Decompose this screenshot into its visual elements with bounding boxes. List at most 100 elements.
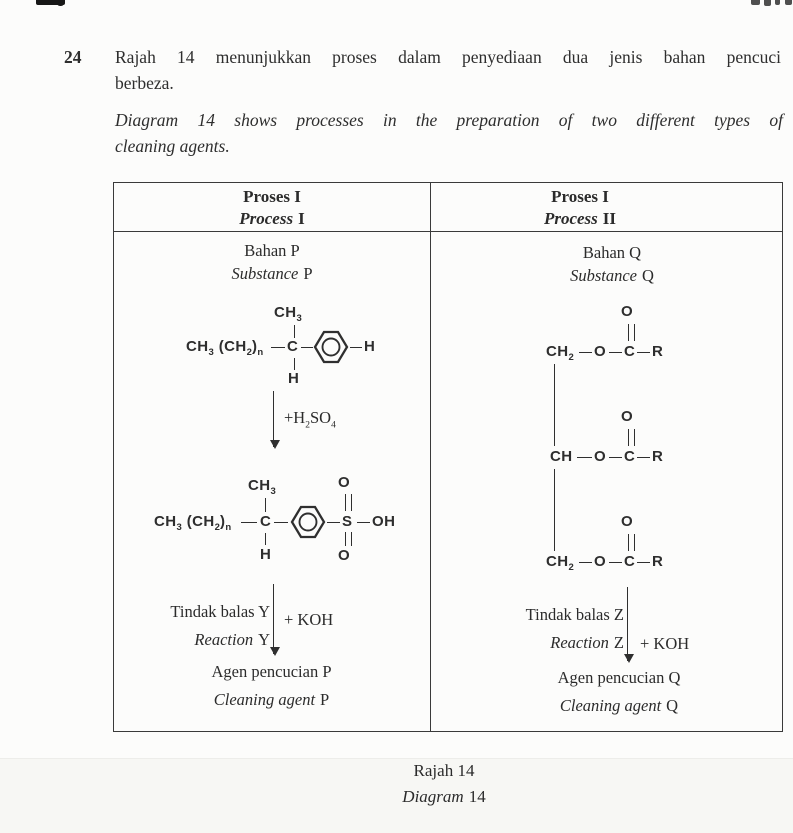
bond-line	[579, 352, 592, 353]
carbonyl-carbon: C	[624, 448, 636, 465]
caption-malay: Rajah 14	[413, 761, 475, 780]
page-number-fragment	[751, 0, 760, 5]
oxygen-atom-top: O	[338, 474, 351, 491]
bond-line	[274, 522, 288, 523]
substance-q-malay: Bahan Q	[582, 243, 642, 262]
page-number-fragment	[785, 0, 792, 5]
alkyl-chain: CH3(CH2)n	[154, 513, 232, 533]
header-process-2-malay: Proses I	[551, 187, 609, 206]
sulfuric-acid-label: +H2SO4	[284, 408, 336, 431]
bond-line	[609, 352, 622, 353]
page-number-fragment	[775, 0, 780, 5]
question-text-english-line1: Diagram 14 shows processes in the prepar…	[115, 110, 783, 130]
bond-line	[637, 352, 650, 353]
benzene-ring-icon	[313, 330, 349, 364]
double-bond-vertical	[628, 324, 635, 341]
reaction-arrow-down	[269, 391, 280, 449]
column-divider	[430, 183, 431, 731]
cleaning-agent-p-malay: Agen pencucian P	[211, 662, 332, 681]
question-text-english-line2: cleaning agents.	[115, 136, 230, 156]
bond-line	[271, 347, 285, 348]
double-bond-vertical	[345, 494, 352, 511]
bond-line	[637, 457, 650, 458]
bond-line	[301, 347, 313, 348]
hydrogen-right: H	[364, 338, 376, 355]
ch-group: CH	[550, 448, 573, 465]
glycerol-backbone-bond	[554, 469, 555, 551]
bond-line	[241, 522, 257, 523]
bond-line	[357, 522, 370, 523]
ink-smudge	[57, 0, 64, 6]
ink-smudge	[36, 0, 65, 5]
bond-line	[327, 522, 340, 523]
bond-line	[609, 457, 622, 458]
double-bond-vertical	[628, 534, 635, 551]
central-carbon: C	[260, 513, 272, 530]
reaction-arrow-down	[269, 584, 280, 656]
methyl-group-top: CH3	[248, 477, 276, 497]
reaction-z-malay: Tindak balas Z	[525, 605, 624, 624]
question-text-malay-line2: berbeza.	[115, 73, 174, 93]
bond-vertical	[265, 498, 266, 512]
hydrogen-bottom: H	[260, 546, 272, 563]
bond-vertical	[265, 533, 266, 545]
ch2-group: CH2	[546, 343, 574, 363]
bond-vertical	[294, 358, 295, 370]
central-carbon: C	[287, 338, 299, 355]
cleaning-agent-q-malay: Agen pencucian Q	[557, 668, 681, 687]
reaction-arrow-down	[623, 587, 634, 663]
question-text-malay-line1: Rajah 14 menunjukkan proses dalam penyed…	[115, 47, 781, 67]
substance-p-malay: Bahan P	[244, 241, 300, 260]
oxygen-atom: O	[594, 553, 607, 570]
carbonyl-carbon: C	[624, 553, 636, 570]
question-number: 24	[64, 47, 82, 67]
header-process-1-malay: Proses I	[243, 187, 301, 206]
r-group: R	[652, 553, 664, 570]
double-bond-vertical	[345, 532, 352, 546]
page-number-fragment	[764, 0, 771, 6]
oxygen-atom-top: O	[621, 303, 634, 320]
benzene-ring-icon	[290, 505, 326, 539]
reaction-y-malay: Tindak balas Y	[170, 602, 270, 621]
oxygen-atom-top: O	[621, 513, 634, 530]
koh-label: + KOH	[640, 634, 690, 653]
oxygen-atom-top: O	[621, 408, 634, 425]
carbonyl-carbon: C	[624, 343, 636, 360]
hydroxyl-group: OH	[372, 513, 396, 530]
alkyl-chain: CH3(CH2)n	[186, 338, 264, 358]
bond-vertical	[294, 325, 295, 338]
methyl-group-top: CH3	[274, 304, 302, 324]
r-group: R	[652, 448, 664, 465]
hydrogen-bottom: H	[288, 370, 300, 387]
bond-line	[609, 562, 622, 563]
oxygen-atom-bottom: O	[338, 547, 351, 564]
bond-line	[577, 457, 592, 458]
bond-line	[350, 347, 362, 348]
scan-shading-band	[0, 758, 793, 833]
double-bond-vertical	[628, 429, 635, 446]
bond-line	[579, 562, 592, 563]
ch2-group: CH2	[546, 553, 574, 573]
r-group: R	[652, 343, 664, 360]
bond-line	[637, 562, 650, 563]
oxygen-atom: O	[594, 343, 607, 360]
oxygen-atom: O	[594, 448, 607, 465]
koh-label: + KOH	[284, 610, 334, 629]
